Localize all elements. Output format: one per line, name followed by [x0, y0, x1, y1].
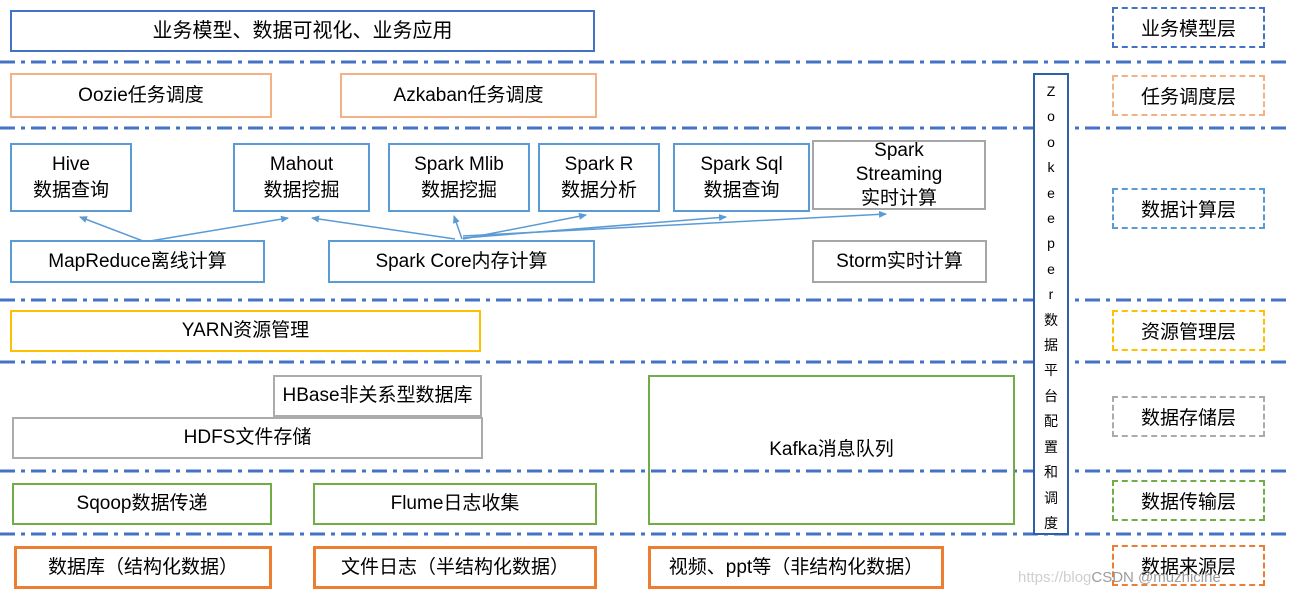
mapreduce-label: MapReduce离线计算: [48, 250, 227, 272]
mahout-title: Mahout: [269, 153, 334, 175]
sqoop-label: Sqoop数据传递: [76, 493, 208, 514]
layer-label-storage-text: 数据存储层: [1140, 408, 1236, 429]
layer-label-resource-text: 资源管理层: [1140, 322, 1236, 343]
zookeeper-vertical-box: Z o o k e e p e r 数 据 平 台 配 置 和 调 度: [1033, 73, 1069, 535]
mahout-subtitle: 数据挖掘: [263, 179, 340, 201]
zookeeper-label: Z o o k e e p e r 数 据 平 台 配 置 和 调 度: [1044, 83, 1058, 531]
arrow-mapreduce-to-mahout: [149, 215, 289, 242]
arrow-sparkcore-to-sparksql: [462, 214, 727, 239]
layer-label-source: 数据来源层: [1112, 545, 1265, 586]
hbase-box: HBase非关系型数据库: [273, 375, 482, 417]
oozie-box: Oozie任务调度: [10, 73, 272, 118]
sqoop-box: Sqoop数据传递: [12, 483, 272, 525]
business-model-box: 业务模型、数据可视化、业务应用: [10, 10, 595, 52]
hbase-label: HBase非关系型数据库: [282, 385, 473, 406]
spark-sql-title: Spark Sql: [700, 153, 783, 175]
semistructured-data-box: 文件日志（半结构化数据）: [313, 546, 597, 589]
spark-streaming-line1: Spark: [874, 140, 924, 161]
layer-label-storage: 数据存储层: [1112, 396, 1265, 437]
layer-label-compute-text: 数据计算层: [1140, 200, 1236, 221]
hdfs-box: HDFS文件存储: [12, 417, 483, 459]
hive-title: Hive: [51, 153, 90, 175]
spark-r-title: Spark R: [564, 153, 634, 175]
connector-arrows: [79, 210, 887, 242]
spark-mlib-subtitle: 数据挖掘: [420, 179, 497, 201]
kafka-label: Kafka消息队列: [769, 439, 894, 460]
layer-separator-lines: [0, 60, 1290, 536]
oozie-label: Oozie任务调度: [78, 84, 204, 106]
spark-streaming-line2: Streaming: [855, 164, 943, 185]
hdfs-label: HDFS文件存储: [183, 427, 312, 448]
unstructured-data-label: 视频、ppt等（非结构化数据）: [668, 556, 924, 578]
layer-label-business: 业务模型层: [1112, 7, 1265, 48]
structured-data-box: 数据库（结构化数据）: [14, 546, 272, 589]
layer-label-transport-text: 数据传输层: [1140, 492, 1236, 513]
unstructured-data-box: 视频、ppt等（非结构化数据）: [648, 546, 944, 589]
layer-label-business-text: 业务模型层: [1140, 19, 1236, 40]
azkaban-box: Azkaban任务调度: [340, 73, 597, 118]
structured-data-label: 数据库（结构化数据）: [47, 556, 238, 578]
layer-label-scheduling: 任务调度层: [1112, 75, 1265, 116]
spark-r-box: Spark R 数据分析: [538, 143, 660, 212]
spark-streaming-box: Spark Streaming 实时计算: [812, 140, 986, 210]
arrow-sparkcore-to-sparkstreaming: [462, 210, 887, 237]
flume-box: Flume日志收集: [313, 483, 597, 525]
layer-label-source-text: 数据来源层: [1140, 557, 1236, 578]
spark-mlib-box: Spark Mlib 数据挖掘: [388, 143, 530, 212]
business-model-label: 业务模型、数据可视化、业务应用: [152, 20, 453, 42]
mapreduce-box: MapReduce离线计算: [10, 240, 265, 283]
arrow-sparkcore-to-sparkmlib: [452, 215, 463, 240]
kafka-box: Kafka消息队列: [648, 375, 1015, 525]
yarn-label: YARN资源管理: [181, 320, 310, 341]
layer-label-transport: 数据传输层: [1112, 480, 1265, 521]
spark-core-label: Spark Core内存计算: [375, 250, 548, 272]
storm-box: Storm实时计算: [812, 240, 987, 283]
arrow-mapreduce-to-hive: [79, 216, 144, 242]
layer-label-scheduling-text: 任务调度层: [1140, 87, 1236, 108]
semistructured-data-label: 文件日志（半结构化数据）: [340, 556, 569, 578]
hive-box: Hive 数据查询: [10, 143, 132, 212]
spark-streaming-line3: 实时计算: [860, 188, 937, 209]
layer-label-compute: 数据计算层: [1112, 188, 1265, 229]
spark-core-box: Spark Core内存计算: [328, 240, 595, 283]
spark-r-subtitle: 数据分析: [560, 179, 637, 201]
storm-label: Storm实时计算: [836, 250, 963, 272]
layer-label-resource: 资源管理层: [1112, 310, 1265, 351]
flume-label: Flume日志收集: [390, 493, 520, 514]
azkaban-label: Azkaban任务调度: [393, 84, 544, 106]
spark-mlib-title: Spark Mlib: [414, 153, 504, 175]
mahout-box: Mahout 数据挖掘: [233, 143, 370, 212]
spark-sql-subtitle: 数据查询: [703, 179, 780, 201]
hive-subtitle: 数据查询: [32, 179, 109, 201]
arrow-sparkcore-to-mahout: [311, 215, 456, 240]
yarn-box: YARN资源管理: [10, 310, 481, 352]
spark-sql-box: Spark Sql 数据查询: [673, 143, 810, 212]
